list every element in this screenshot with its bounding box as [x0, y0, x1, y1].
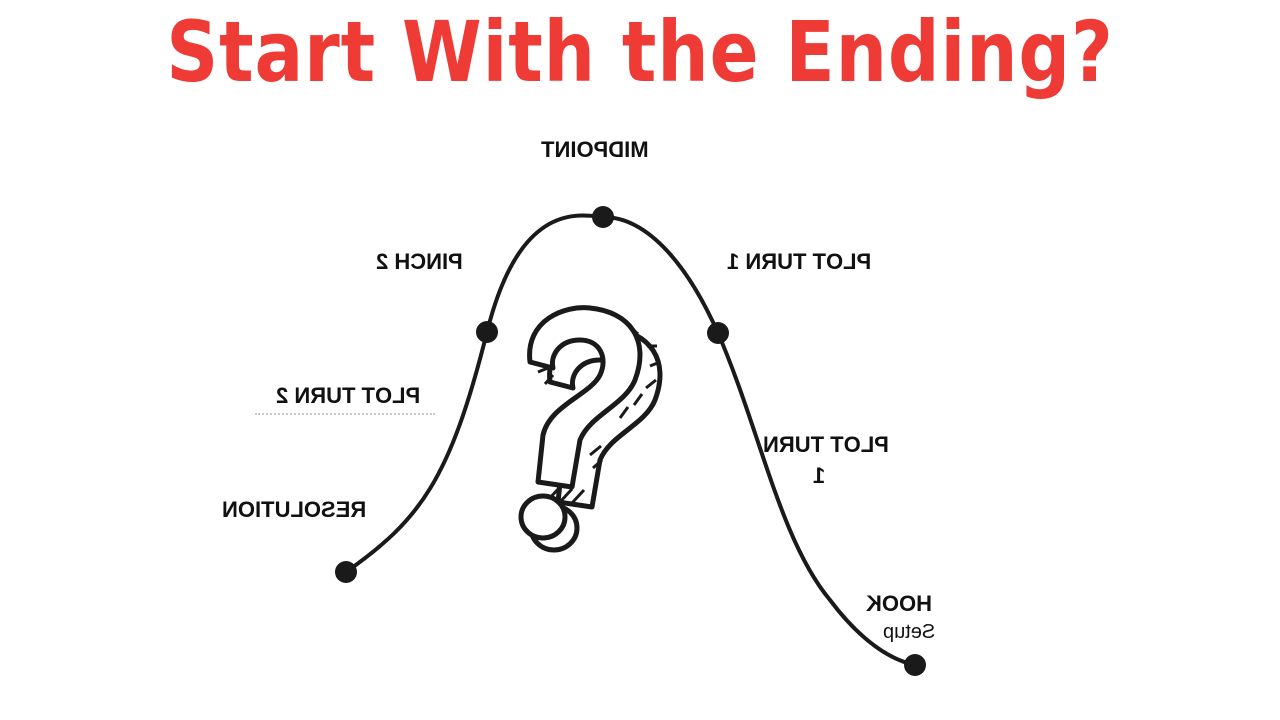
resolution-text: RESOLUTION	[222, 497, 367, 522]
setup-text: Setup	[883, 621, 936, 643]
label-plot-turn-1-side: PLOT TURN	[763, 432, 889, 457]
label-resolution: RESOLUTION	[222, 497, 366, 522]
pinch-2-text: PINCH 2	[376, 249, 463, 274]
story-arc-curve	[344, 213, 917, 667]
node-plot-turn-2	[476, 321, 498, 343]
plot-turn-1-number-text: 1	[813, 463, 826, 488]
plot-turn-1-side-text: PLOT TURN	[763, 432, 889, 457]
label-plot-turn-1-top: PLOT TURN 1	[727, 249, 871, 274]
label-midpoint: MIDPOINT	[541, 137, 649, 162]
page-title: Start With the Ending?	[166, 3, 1114, 101]
label-plot-turn-1-number: 1	[813, 463, 825, 488]
plot-turn-1-top-text: PLOT TURN 1	[727, 249, 872, 274]
plot-turn-2-text: PLOT TURN 2	[276, 383, 421, 408]
label-pinch-2: PINCH 2	[376, 249, 463, 274]
label-hook: HOOK	[866, 591, 932, 616]
question-mark-icon	[518, 305, 663, 553]
node-midpoint	[592, 206, 614, 228]
label-setup: Setup	[883, 621, 935, 644]
node-plot-turn-1	[707, 322, 729, 344]
label-plot-turn-2: PLOT TURN 2	[276, 383, 420, 408]
faint-subtext-line	[255, 413, 435, 419]
node-hook	[904, 654, 926, 676]
hook-text: HOOK	[866, 591, 932, 616]
node-resolution	[335, 561, 357, 583]
midpoint-text: MIDPOINT	[541, 137, 649, 162]
